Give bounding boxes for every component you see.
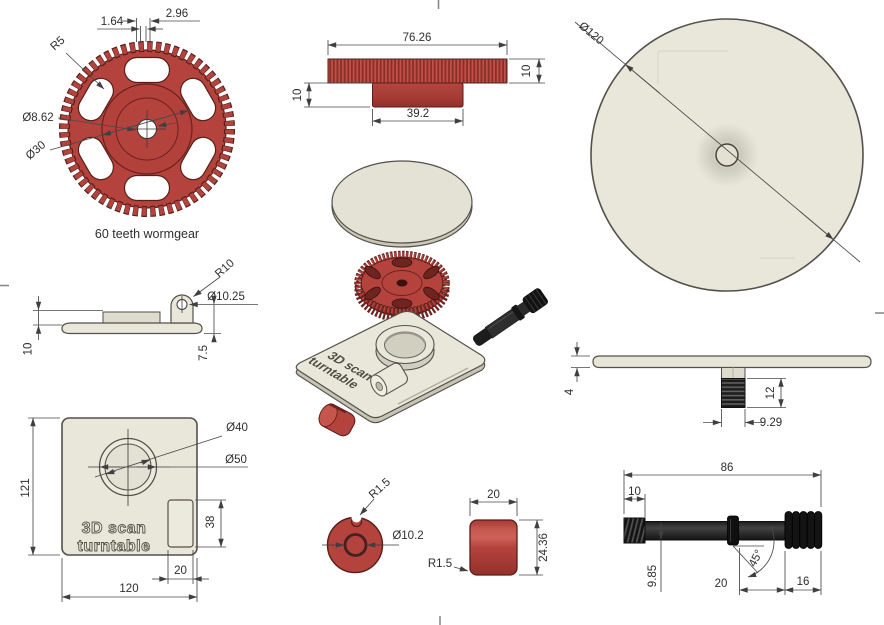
view-knob-side: 20 24.36 R1.5 bbox=[428, 489, 550, 576]
base-side-boss bbox=[102, 311, 161, 324]
gear-side-hub bbox=[372, 82, 464, 108]
gear-caption: 60 teeth wormgear bbox=[95, 227, 199, 241]
dim-knob-h: 24.36 bbox=[538, 533, 550, 562]
exp-gear-bore bbox=[396, 279, 408, 287]
disc-center-hole bbox=[715, 143, 739, 167]
exp-gear-slots bbox=[364, 257, 440, 309]
view-knob-front: Ø10.2 R1.5 bbox=[322, 476, 424, 574]
view-shaft: 86 10 9.85 20 16 45° bbox=[623, 462, 823, 595]
dim-knob-w: 20 bbox=[487, 489, 500, 501]
dim-hub-h: 10 bbox=[292, 89, 304, 102]
exp-lug bbox=[370, 362, 408, 397]
dim-knob-fillet: R1.5 bbox=[428, 558, 452, 570]
dim-knob-notch: R1.5 bbox=[367, 476, 393, 501]
dim-pocket-w: 20 bbox=[174, 565, 187, 577]
knob-notch bbox=[351, 512, 362, 523]
dim-ring-od: Ø50 bbox=[225, 454, 247, 466]
disc-side-thread bbox=[721, 378, 746, 408]
dim-shaft-total: 86 bbox=[721, 462, 734, 474]
dim-shaft-dia: 9.85 bbox=[647, 565, 659, 587]
dim-knob-bore: Ø10.2 bbox=[392, 530, 423, 542]
gear-side-teeth bbox=[327, 58, 508, 84]
dim-bore: Ø8.62 bbox=[22, 112, 53, 124]
dim-lug-hole: Ø10.25 bbox=[207, 291, 245, 303]
exp-disc bbox=[331, 160, 473, 244]
dim-base-height: 121 bbox=[20, 478, 32, 497]
dim-tooth-tip: 1.64 bbox=[101, 16, 124, 28]
exp-screw bbox=[472, 288, 548, 346]
dim-gear-face: 10 bbox=[521, 65, 533, 78]
dim-lug-center: 7.5 bbox=[198, 345, 210, 361]
disc-side-plate bbox=[592, 355, 872, 369]
exp-base-slot bbox=[397, 367, 469, 405]
dim-disc-dia: Ø120 bbox=[576, 20, 605, 47]
base-side-plate bbox=[61, 322, 203, 335]
dim-hub: Ø30 bbox=[24, 139, 48, 162]
knob-cylinder bbox=[469, 519, 518, 576]
shaft-thread-end bbox=[623, 517, 646, 544]
shaft-body bbox=[644, 521, 786, 541]
dim-shaft-angle: 45° bbox=[747, 548, 766, 569]
dim-lug-r: R10 bbox=[213, 257, 237, 280]
dim-tooth-base: 2.96 bbox=[166, 8, 188, 20]
exp-gear-teeth bbox=[355, 251, 449, 315]
exp-knob bbox=[318, 403, 356, 437]
base-pocket bbox=[167, 499, 194, 548]
dim-gear-od: 76.26 bbox=[403, 32, 432, 44]
dim-disc-thk: 4 bbox=[564, 388, 576, 395]
knob-notch-arc bbox=[350, 519, 363, 528]
base-label-line1: 3D scan bbox=[82, 520, 147, 537]
dim-base-width: 120 bbox=[119, 583, 138, 595]
dim-shaft-thread: 10 bbox=[628, 486, 641, 498]
dim-base-h: 10 bbox=[23, 343, 35, 356]
dim-thread-dia: 9.29 bbox=[760, 417, 782, 429]
view-disc-side: 4 12 9.29 bbox=[564, 342, 872, 429]
base-label-line2: turntable bbox=[78, 538, 151, 555]
dim-shaft-worm: 16 bbox=[797, 576, 810, 588]
gear-teeth-outline bbox=[59, 41, 235, 217]
dim-thread-len: 12 bbox=[765, 387, 777, 400]
shaft-collar bbox=[727, 515, 739, 546]
shaft-worm bbox=[784, 511, 823, 549]
dim-shaft-mid: 20 bbox=[715, 578, 728, 590]
view-gear-front: 1.64 2.96 R5 Ø8.62 Ø30 60 teeth wormgear bbox=[22, 8, 235, 241]
view-gear-side: 76.26 10 10 39.2 bbox=[292, 32, 545, 126]
view-disc-top: Ø120 bbox=[574, 18, 864, 292]
dim-hub-w: 39.2 bbox=[407, 108, 429, 120]
dim-fillet-r5: R5 bbox=[49, 34, 68, 53]
exp-ring-shadow bbox=[384, 331, 426, 344]
view-base-side: R10 Ø10.25 10 7.5 bbox=[23, 257, 258, 361]
dim-pocket-h: 38 bbox=[205, 516, 217, 529]
gear-slots bbox=[77, 56, 217, 202]
knob-bore bbox=[343, 533, 368, 557]
disc-reflection bbox=[657, 50, 795, 259]
view-base-top: 3D scan turntable 121 Ø40 Ø50 38 20 120 bbox=[20, 417, 248, 602]
view-exploded: 3D scan turntable 3D scan turntable bbox=[295, 160, 548, 437]
dim-ring-id: Ø40 bbox=[226, 422, 248, 434]
